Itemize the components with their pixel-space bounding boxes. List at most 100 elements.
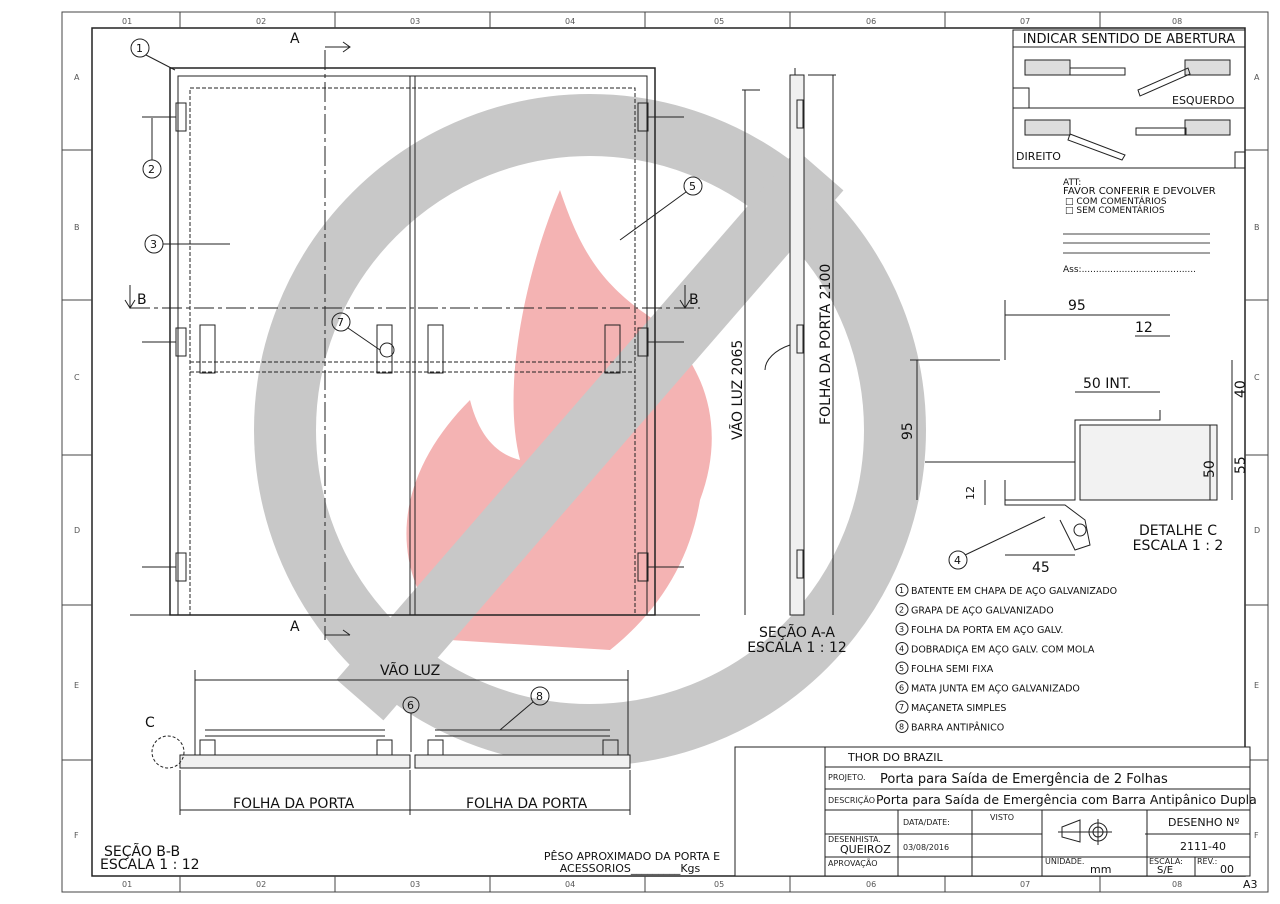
door-front-view [124,38,703,640]
escala-value: S/E [1157,865,1173,876]
dimension: 50 INT. [1083,376,1131,392]
aprovacao-label: APROVAÇÃO [828,858,878,868]
detail-c-scale: ESCALA 1 : 2 [1133,538,1224,554]
legend-number-circle [895,720,909,733]
col-label: 01 [122,17,132,26]
col-label: 03 [410,17,420,26]
col-label: 08 [1172,880,1182,889]
legend-item: GRAPA DE AÇO GALVANIZADO [911,606,1054,617]
col-label: 03 [410,880,420,889]
callout: 1 [136,42,143,55]
row-label: D [74,526,80,535]
legend-number: 3 [899,625,904,634]
dimension-folha-1: FOLHA DA PORTA [233,796,355,812]
row-label: C [74,373,80,382]
descricao-value: Porta para Saída de Emergência com Barra… [876,792,1257,807]
section-aa-title: SEÇÃO A-A [759,624,835,641]
dimension: 40 [1233,380,1249,398]
legend-number-circle [895,642,909,655]
col-label: 05 [714,880,724,889]
title-block [734,746,1251,877]
legend-number: 4 [899,645,904,654]
callout: 7 [337,316,344,329]
legend-item: DOBRADIÇA EM AÇO GALV. COM MOLA [911,645,1095,656]
legend-item: BATENTE EM CHAPA DE AÇO GALVANIZADO [911,586,1117,597]
col-label: 02 [256,17,266,26]
row-label: B [74,223,80,232]
col-label: 01 [122,880,132,889]
legend-number: 8 [899,723,904,732]
dimension: 55 [1233,456,1249,474]
sheet-size: A3 [1243,878,1258,891]
unidade-value: mm [1090,863,1111,876]
escala-label: ESCALA: [1149,857,1183,866]
section-b-marker: B [137,292,147,308]
opening-left-label: ESQUERDO [1172,94,1235,107]
opening-direction-box [1012,29,1246,169]
col-label: 04 [565,17,575,26]
legend-item: MAÇANETA SIMPLES [911,703,1006,714]
legend-item: FOLHA DA PORTA EM AÇO GALV. [911,625,1063,636]
dimension-vao-luz: VÃO LUZ [380,662,440,679]
dimension: 12 [964,486,977,500]
col-label: 05 [714,17,724,26]
detail-c-view [910,300,1233,570]
descricao-label: DESCRIÇÃO [828,795,875,805]
col-label: 07 [1020,880,1030,889]
legend-number-circle [895,603,909,616]
legend-number-circle [895,681,909,694]
col-label: 04 [565,880,575,889]
date-label: DATA/DATE: [903,818,950,827]
dimension: 95 [1068,298,1086,314]
section-aa-view [742,68,836,616]
col-label: 08 [1172,17,1182,26]
legend-item: MATA JUNTA EM AÇO GALVANIZADO [911,684,1080,695]
desenhista-value: QUEIROZ [840,843,891,856]
callout: 8 [536,690,543,703]
legend-number-circle [895,622,909,636]
desenhista-label: DESENHISTA. [828,835,881,844]
section-aa-scale: ESCALA 1 : 12 [747,640,847,656]
col-label: 07 [1020,17,1030,26]
opening-right-label: DIREITO [1016,150,1061,163]
option-with-comments[interactable]: □ COM COMENTÁRIOS [1065,195,1167,207]
col-label: 02 [256,880,266,889]
callout: 6 [407,699,414,712]
callout: 2 [148,163,155,176]
unidade-label: UNIDADE. [1045,857,1084,866]
legend-number: 6 [899,684,904,693]
callout: 3 [150,238,157,251]
desenho-value: 2111-40 [1180,840,1226,853]
legend-number-circle [895,661,909,675]
legend-number: 5 [899,664,904,673]
weight-label: PÊSO APROXIMADO DA PORTA E [544,850,720,863]
sheet-zone-labels [62,12,1268,892]
legend-item: BARRA ANTIPÂNICO [911,722,1004,734]
callout: 4 [954,554,961,567]
legend-item: FOLHA SEMI FIXA [911,664,994,675]
detail-c-marker: C [145,715,155,731]
date-value: 03/08/2016 [903,843,949,852]
parts-legend: 1 BATENTE EM CHAPA DE AÇO GALVANIZADO 2 GRA… [895,583,1117,734]
legend-number: 2 [899,606,904,615]
row-label: A [1254,73,1260,82]
row-label: A [74,73,80,82]
dimension: 45 [1032,560,1050,576]
callout: 5 [689,180,696,193]
row-label: F [74,831,79,840]
col-label: 06 [866,880,876,889]
dimension-folha: FOLHA DA PORTA 2100 [818,264,834,425]
dimension: 95 [900,422,916,440]
legend-number-circle [895,583,909,597]
dimension-folha-2: FOLHA DA PORTA [466,796,588,812]
att-label: ATT: [1063,178,1081,188]
projeto-value: Porta para Saída de Emergência de 2 Folh… [880,772,1168,787]
option-without-comments[interactable]: □ SEM COMENTÁRIOS [1065,204,1165,216]
legend-number-circle [895,700,909,714]
row-label: C [1254,373,1260,382]
section-bb-scale: ESCALA 1 : 12 [100,857,200,873]
detail-c-title: DETALHE C [1139,523,1217,539]
legend-number: 1 [899,586,904,595]
